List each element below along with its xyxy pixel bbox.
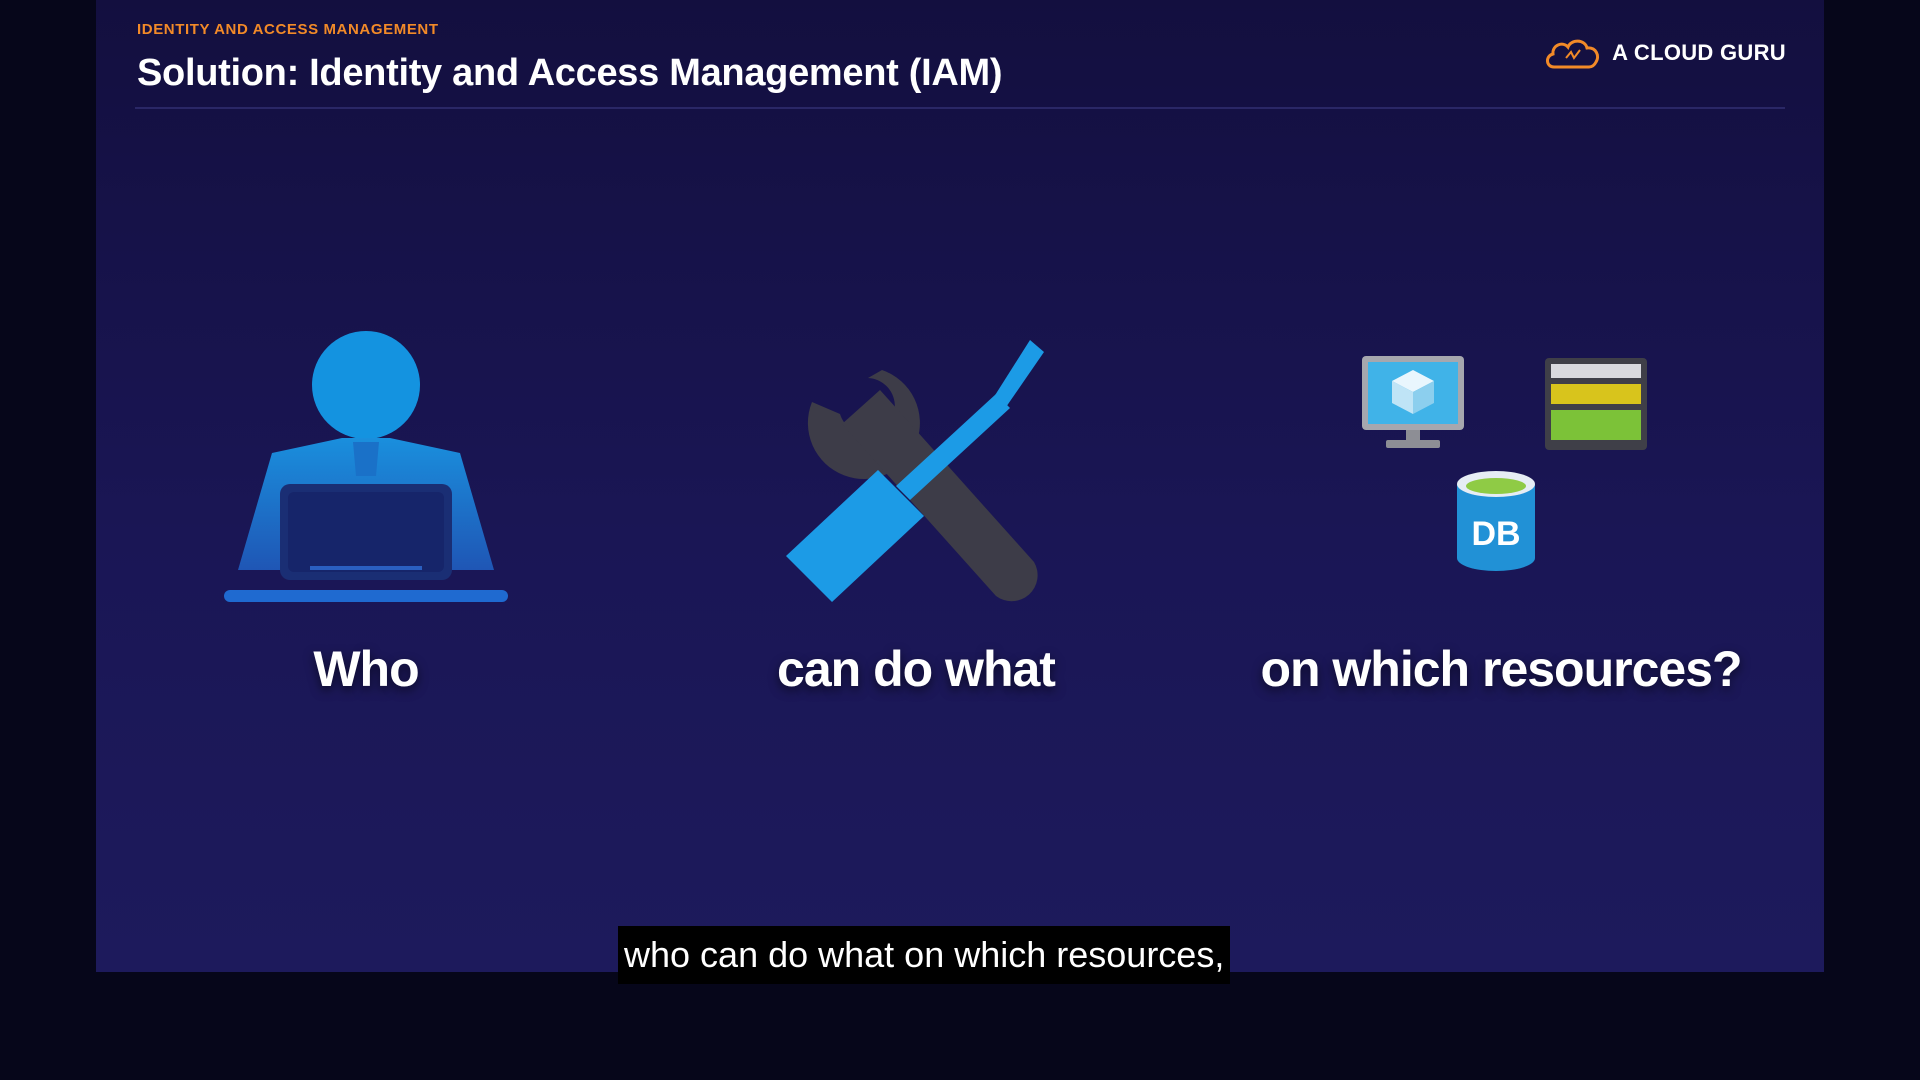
storage-icon xyxy=(1545,358,1647,450)
subtitle-caption: who can do what on which resources, xyxy=(618,926,1231,984)
user-at-laptop-icon xyxy=(224,331,508,602)
database-icon: DB xyxy=(1457,471,1535,571)
virtual-machine-icon xyxy=(1362,356,1464,448)
brand-name: A CLOUD GURU xyxy=(1612,40,1786,65)
label-on-which-resources: on which resources? xyxy=(1260,641,1742,697)
title-divider xyxy=(135,107,1785,109)
label-can-do-what: can do what xyxy=(777,641,1056,697)
slide: IDENTITY AND ACCESS MANAGEMENT Solution:… xyxy=(96,0,1824,972)
db-label: DB xyxy=(1471,515,1520,553)
wrench-screwdriver-icon xyxy=(786,340,1044,602)
cloud-logo-icon xyxy=(1546,39,1600,69)
section-label: IDENTITY AND ACCESS MANAGEMENT xyxy=(137,21,439,38)
brand-logo: A CLOUD GURU xyxy=(1544,36,1786,70)
label-who: Who xyxy=(313,641,419,697)
slide-title: Solution: Identity and Access Management… xyxy=(137,52,1003,94)
